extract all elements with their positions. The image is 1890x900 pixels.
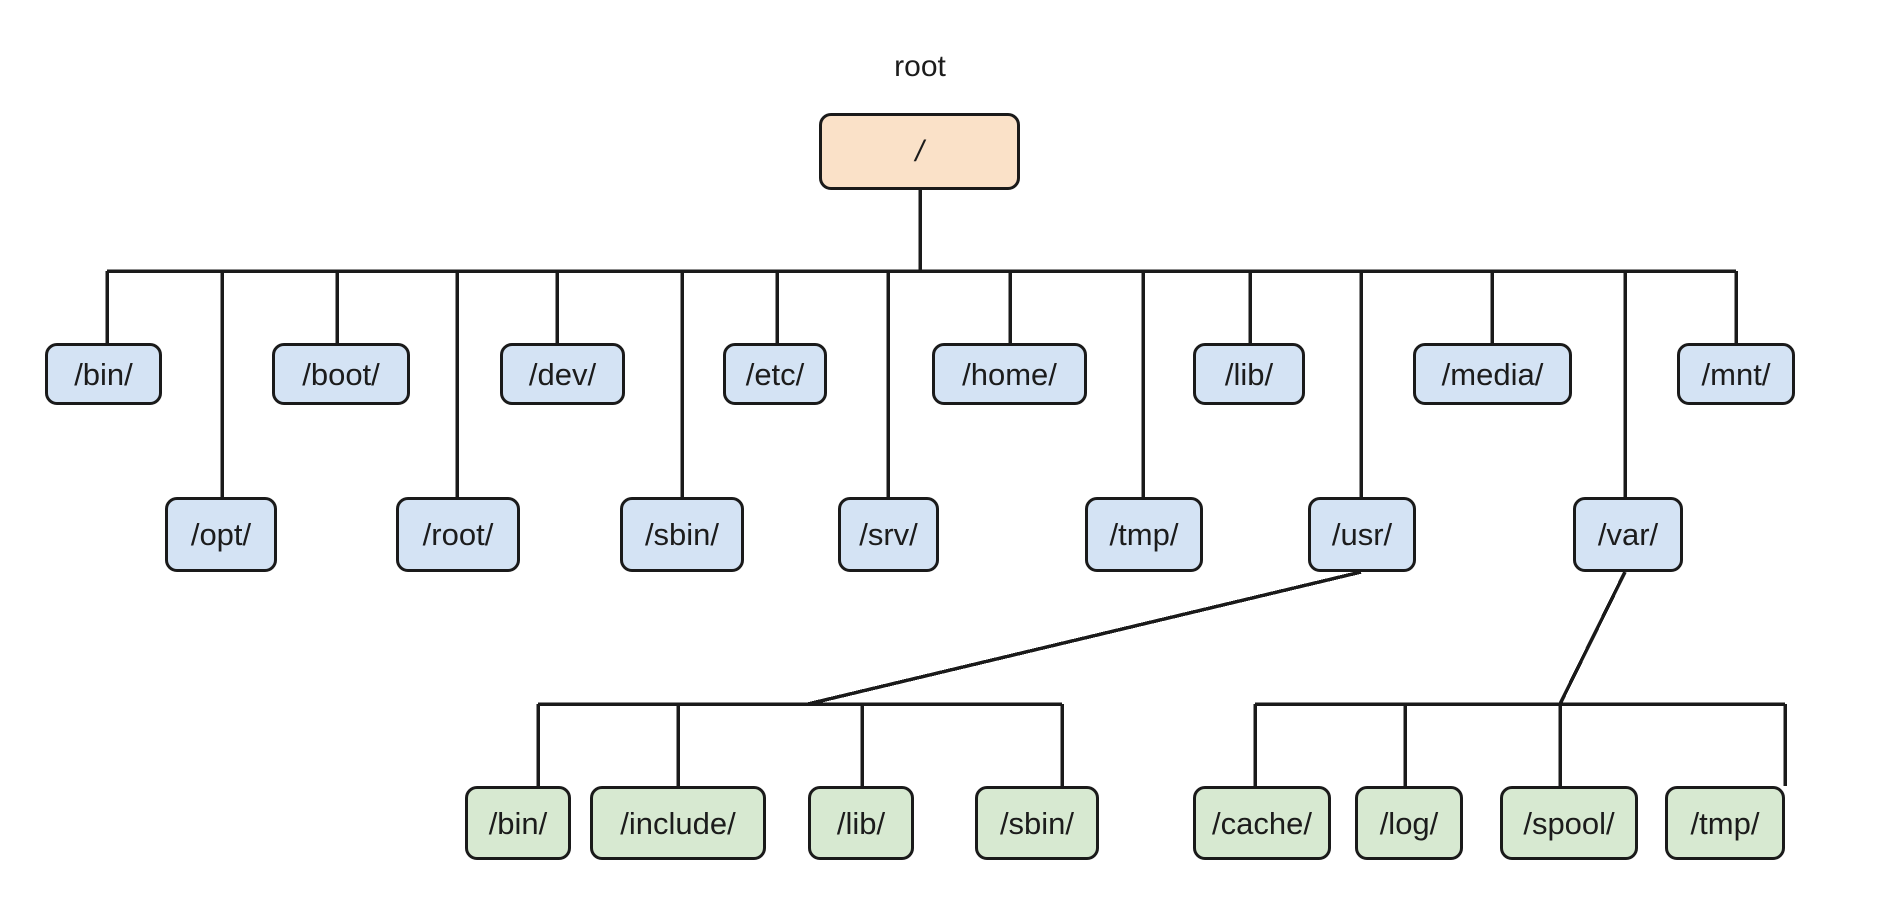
node-label: /mnt/ bbox=[1701, 356, 1771, 392]
node-root[interactable]: /root/ bbox=[396, 497, 520, 572]
node-label: /etc/ bbox=[745, 356, 805, 392]
node-label: /var/ bbox=[1597, 517, 1659, 552]
node-label: /root/ bbox=[422, 517, 494, 552]
node-var[interactable]: /var/ bbox=[1573, 497, 1683, 572]
node-label: /tmp/ bbox=[1690, 805, 1760, 841]
node-tmp[interactable]: /tmp/ bbox=[1085, 497, 1203, 572]
node-label: /cache/ bbox=[1212, 805, 1312, 841]
node-label: /lib/ bbox=[836, 805, 886, 841]
node-label: /bin/ bbox=[74, 356, 133, 392]
node-label: /log/ bbox=[1379, 805, 1439, 841]
node-opt[interactable]: /opt/ bbox=[165, 497, 277, 572]
node-var-cache[interactable]: /cache/ bbox=[1193, 786, 1331, 860]
node-label: /media/ bbox=[1441, 356, 1544, 392]
root-caption: root bbox=[894, 50, 946, 83]
node-label: /lib/ bbox=[1224, 356, 1274, 392]
node-label: /usr/ bbox=[1331, 517, 1393, 552]
node-label: /include/ bbox=[620, 805, 736, 841]
node-srv[interactable]: /srv/ bbox=[838, 497, 939, 572]
node-label: /home/ bbox=[962, 356, 1057, 392]
var-diagonal bbox=[1558, 571, 1627, 705]
usr-diagonal bbox=[807, 570, 1362, 706]
node-root[interactable]: / bbox=[819, 113, 1020, 190]
node-usr-bin[interactable]: /bin/ bbox=[465, 786, 571, 860]
node-label: /sbin/ bbox=[644, 517, 720, 552]
node-label: /sbin/ bbox=[999, 805, 1075, 841]
node-var-tmp[interactable]: /tmp/ bbox=[1665, 786, 1785, 860]
node-dev[interactable]: /dev/ bbox=[500, 343, 625, 405]
node-usr-lib[interactable]: /lib/ bbox=[808, 786, 914, 860]
node-usr-sbin[interactable]: /sbin/ bbox=[975, 786, 1099, 860]
node-lib[interactable]: /lib/ bbox=[1193, 343, 1305, 405]
node-etc[interactable]: /etc/ bbox=[723, 343, 827, 405]
node-boot[interactable]: /boot/ bbox=[272, 343, 410, 405]
node-mnt[interactable]: /mnt/ bbox=[1677, 343, 1795, 405]
node-label: /spool/ bbox=[1523, 805, 1615, 841]
node-sbin[interactable]: /sbin/ bbox=[620, 497, 744, 572]
node-var-spool[interactable]: /spool/ bbox=[1500, 786, 1638, 860]
node-home[interactable]: /home/ bbox=[932, 343, 1087, 405]
node-label: /dev/ bbox=[528, 356, 597, 392]
node-label: /srv/ bbox=[859, 517, 918, 552]
node-label: /opt/ bbox=[190, 517, 252, 552]
node-usr-include[interactable]: /include/ bbox=[590, 786, 766, 860]
node-label: / bbox=[915, 134, 924, 168]
node-var-log[interactable]: /log/ bbox=[1355, 786, 1463, 860]
node-label: /boot/ bbox=[302, 356, 380, 392]
node-label: /bin/ bbox=[488, 805, 548, 841]
node-bin[interactable]: /bin/ bbox=[45, 343, 162, 405]
node-usr[interactable]: /usr/ bbox=[1308, 497, 1416, 572]
node-media[interactable]: /media/ bbox=[1413, 343, 1572, 405]
node-label: /tmp/ bbox=[1109, 517, 1179, 552]
